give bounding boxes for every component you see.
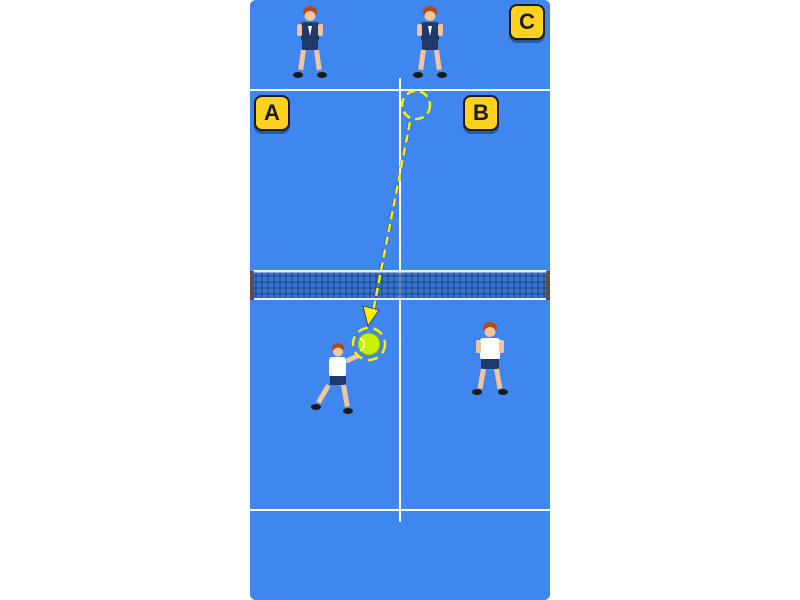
court-graphics	[250, 0, 550, 600]
player-partner	[472, 322, 508, 395]
net-post-left	[250, 271, 254, 300]
padel-court: A B C	[250, 0, 550, 600]
zone-b-button[interactable]: B	[463, 95, 499, 131]
tennis-ball-icon	[351, 326, 387, 362]
zone-c-button[interactable]: C	[509, 4, 545, 40]
landing-target-icon	[400, 89, 432, 121]
opponent-left	[293, 6, 327, 78]
dashed-arrow-icon	[362, 121, 412, 327]
opponent-right	[413, 6, 447, 78]
player-hitting	[311, 343, 360, 414]
net-post-right	[546, 271, 550, 300]
net	[250, 270, 550, 300]
zone-a-button[interactable]: A	[254, 95, 290, 131]
